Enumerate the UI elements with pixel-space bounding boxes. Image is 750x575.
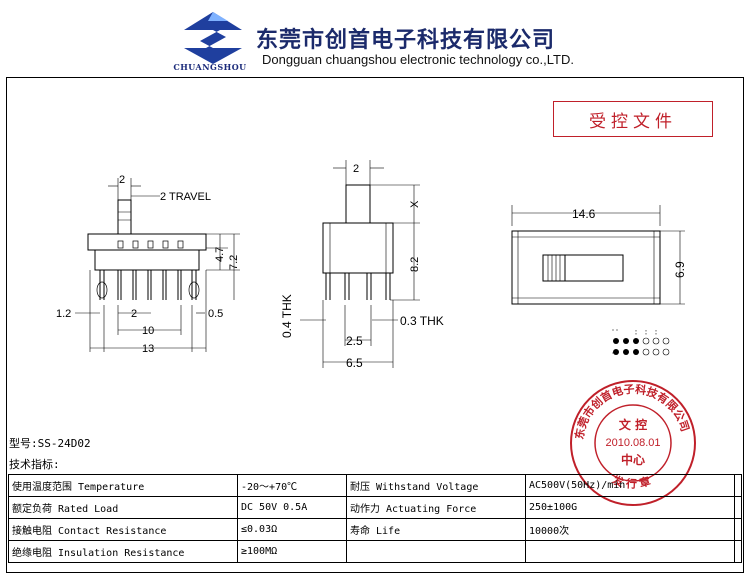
- table-cell: 寿命 Life: [346, 518, 526, 541]
- table-cell: 10000次: [525, 518, 735, 541]
- side-dim-13: 13: [142, 343, 154, 355]
- front-dim-x: X: [409, 200, 421, 208]
- top-dim-6-9: 6.9: [673, 261, 687, 278]
- side-dim-1-2: 1.2: [56, 308, 71, 320]
- specs-table: 使用温度范围 Temperature -20～+70℃ 耐压 Withstand…: [8, 474, 742, 563]
- hole-layout: [612, 329, 670, 356]
- table-cell: 动作力 Actuating Force: [346, 496, 526, 519]
- table-cell: [734, 518, 742, 541]
- table-cell: [734, 496, 742, 519]
- top-view: 14.6 6.9: [511, 205, 687, 305]
- logo-wordmark: CHUANGSHOU: [173, 62, 247, 72]
- table-cell: 使用温度范围 Temperature: [8, 474, 238, 497]
- stamp-center-bottom: 中心: [621, 452, 645, 467]
- table-cell: [346, 540, 526, 563]
- specs-title: 技术指标:: [9, 458, 60, 471]
- table-cell: AC500V(50Hz)/min: [525, 474, 735, 497]
- front-view: 2 X 8.2 0.4 THK 0.3 THK 2.5 6.5: [280, 160, 444, 370]
- side-dim-2-pitch: 2: [131, 308, 137, 320]
- stamp-date: 2010.08.01: [605, 437, 660, 449]
- table-row: 使用温度范围 Temperature -20～+70℃ 耐压 Withstand…: [8, 474, 742, 497]
- side-dim-0-5: 0.5: [208, 308, 223, 320]
- technical-drawing: 2 2 TRAVEL 4.7 7.2 1.2: [56, 160, 687, 370]
- company-name-cn: 东莞市创首电子科技有限公司: [256, 27, 556, 53]
- table-cell: [525, 540, 735, 563]
- top-dim-14-6: 14.6: [572, 207, 596, 221]
- table-cell: 250±100G: [525, 496, 735, 519]
- table-cell: 额定负荷 Rated Load: [8, 496, 238, 519]
- table-cell: ≥100MΩ: [237, 540, 347, 563]
- table-cell: DC 50V 0.5A: [237, 496, 347, 519]
- company-name-en: Dongguan chuangshou electronic technolog…: [262, 52, 574, 67]
- side-dim-2: 2: [119, 174, 125, 186]
- table-cell: [734, 540, 742, 563]
- controlled-document-label: 受控文件: [553, 101, 713, 137]
- table-row: 绝缘电阻 Insulation Resistance ≥100MΩ: [8, 540, 742, 563]
- side-dim-4-7: 4.7: [214, 247, 226, 262]
- table-cell: ≤0.03Ω: [237, 518, 347, 541]
- front-dim-8-2: 8.2: [409, 257, 421, 272]
- side-dim-7-2: 7.2: [228, 255, 240, 270]
- side-travel-label: 2 TRAVEL: [160, 191, 211, 203]
- stamp-center-top: 文 控: [619, 417, 647, 432]
- model-number: 型号:SS-24D02: [9, 437, 91, 450]
- front-thk-0-3: 0.3 THK: [400, 314, 444, 328]
- table-cell: 接触电阻 Contact Resistance: [8, 518, 238, 541]
- table-cell: [734, 474, 742, 497]
- side-dim-10: 10: [142, 325, 154, 337]
- front-dim-2: 2: [353, 163, 359, 175]
- company-logo-icon: [184, 12, 242, 64]
- table-cell: -20～+70℃: [237, 474, 347, 497]
- header: CHUANGSHOU 东莞市创首电子科技有限公司 Dongguan chuang…: [0, 0, 750, 78]
- table-row: 额定负荷 Rated Load DC 50V 0.5A 动作力 Actuatin…: [8, 496, 742, 519]
- table-cell: 绝缘电阻 Insulation Resistance: [8, 540, 238, 563]
- table-cell: 耐压 Withstand Voltage: [346, 474, 526, 497]
- front-thk-0-4: 0.4 THK: [280, 294, 294, 338]
- table-row: 接触电阻 Contact Resistance ≤0.03Ω 寿命 Life 1…: [8, 518, 742, 541]
- front-dim-6-5: 6.5: [346, 356, 363, 370]
- drawing-frame: [6, 77, 744, 573]
- side-view: 2 2 TRAVEL 4.7 7.2 1.2: [56, 174, 240, 355]
- front-dim-2-5: 2.5: [346, 334, 363, 348]
